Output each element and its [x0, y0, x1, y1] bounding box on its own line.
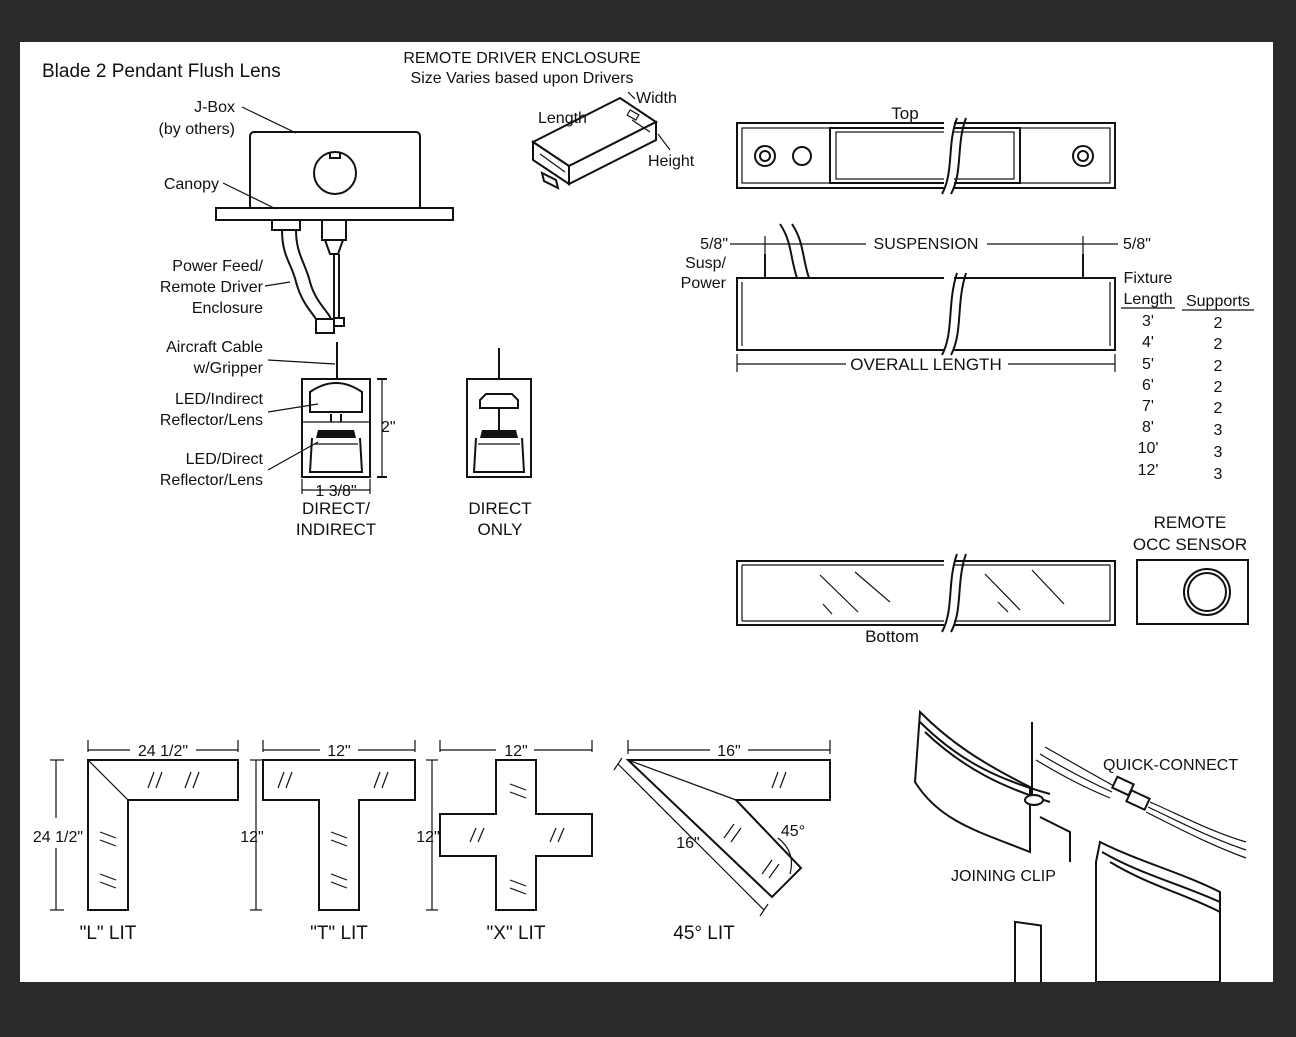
sensor-label-2: OCC SENSOR: [1133, 535, 1247, 554]
driver-height-label: Height: [648, 153, 695, 170]
aircraft-cable-label-1: Aircraft Cable: [166, 339, 263, 356]
width-dimension: 1 3/8": [315, 483, 356, 500]
t-width-dim: 12": [327, 743, 350, 760]
t-lit-label: "T" LIT: [310, 923, 368, 944]
table-cell-length: 4': [1142, 334, 1154, 351]
susp-power-label-1: Susp/: [685, 255, 726, 272]
d45-lit-label: 45° LIT: [673, 923, 735, 944]
d45-side-dim: 16": [676, 835, 699, 852]
table-cell-length: 12': [1138, 462, 1159, 479]
spec-sheet: Blade 2 Pendant Flush Lens REMOTE DRIVER…: [20, 42, 1273, 982]
table-cell-supports: 2: [1214, 315, 1223, 332]
table-cell-supports: 2: [1214, 379, 1223, 396]
remote-driver-subheading: Size Varies based upon Drivers: [411, 70, 634, 87]
remote-driver-heading: REMOTE DRIVER ENCLOSURE: [403, 50, 640, 67]
power-feed-label-2: Remote Driver: [160, 279, 264, 296]
table-cell-supports: 2: [1214, 336, 1223, 353]
x-height-dim: 12": [416, 829, 439, 846]
jbox-label: J-Box: [194, 99, 235, 116]
direct-only-section: DIRECT ONLY: [466, 348, 532, 539]
supports-rows: 3' 2 4' 2 5' 2 6' 2 7' 2 8' 3 10' 3 12' …: [1138, 313, 1223, 483]
top-view: Top: [736, 104, 1116, 195]
table-cell-supports: 3: [1214, 444, 1223, 461]
direct-only-label-1: DIRECT: [468, 499, 531, 518]
height-dimension: 2": [381, 419, 396, 436]
led-direct-label-2: Reflector/Lens: [160, 472, 263, 489]
remote-occ-sensor: REMOTE OCC SENSOR: [1133, 513, 1249, 625]
x-lit-label: "X" LIT: [487, 923, 546, 944]
table-cell-supports: 2: [1214, 358, 1223, 375]
table-cell-length: 10': [1138, 440, 1159, 457]
side-view: 5/8" Susp/ Power SUSPENSION 5/8" OVERALL…: [681, 223, 1151, 374]
l-height-dim: 24 1/2": [33, 829, 83, 846]
quick-connect-label: QUICK-CONNECT: [1103, 757, 1238, 774]
right-susp-dim: 5/8": [1123, 236, 1151, 253]
t-height-dim: 12": [240, 829, 263, 846]
jbox-note: (by others): [159, 121, 235, 138]
direct-indirect-label-2: INDIRECT: [296, 520, 376, 539]
table-cell-length: 8': [1142, 419, 1154, 436]
direct-indirect-section: 2" 1 3/8" DIRECT/ INDIRECT LED/Indirect …: [160, 342, 396, 539]
table-cell-length: 7': [1142, 398, 1154, 415]
joining-clip-label: JOINING CLIP: [951, 868, 1056, 885]
d45-angle-label: 45°: [781, 823, 805, 840]
power-feed-label-1: Power Feed/: [172, 258, 263, 275]
t-lit-config: 12" 12" "T" LIT: [240, 740, 416, 944]
led-indirect-label-2: Reflector/Lens: [160, 412, 263, 429]
supports-header: Supports: [1186, 293, 1250, 310]
table-cell-supports: 2: [1214, 400, 1223, 417]
fixture-length-header-1: Fixture: [1124, 270, 1173, 287]
joining-detail: QUICK-CONNECT JOINING CLIP: [913, 709, 1247, 982]
supports-table: Fixture Length Supports 3' 2 4' 2 5' 2 6…: [1121, 270, 1254, 483]
direct-only-label-2: ONLY: [477, 520, 522, 539]
table-cell-length: 3': [1142, 313, 1154, 330]
remote-driver-enclosure: REMOTE DRIVER ENCLOSURE Size Varies base…: [403, 50, 695, 190]
l-width-dim: 24 1/2": [138, 743, 188, 760]
led-direct-label-1: LED/Direct: [186, 451, 264, 468]
canopy-label: Canopy: [164, 176, 219, 193]
drawing-canvas: Blade 2 Pendant Flush Lens REMOTE DRIVER…: [33, 50, 1254, 982]
mounting-detail: J-Box (by others) Canopy Power Feed/ Rem…: [159, 99, 454, 377]
led-indirect-label-1: LED/Indirect: [175, 391, 264, 408]
page-title: Blade 2 Pendant Flush Lens: [42, 61, 281, 82]
driver-length-label: Length: [538, 110, 587, 127]
top-view-label: Top: [891, 104, 918, 123]
table-cell-length: 6': [1142, 377, 1154, 394]
suspension-label: SUSPENSION: [874, 236, 979, 253]
l-lit-label: "L" LIT: [80, 923, 137, 944]
overall-length-label: OVERALL LENGTH: [850, 355, 1001, 374]
x-lit-config: 12" 12" "X" LIT: [416, 740, 593, 944]
direct-indirect-label-1: DIRECT/: [302, 499, 370, 518]
l-lit-config: 24 1/2" 24 1/2" "L" LIT: [33, 740, 239, 944]
table-cell-supports: 3: [1214, 466, 1223, 483]
left-susp-dim: 5/8": [700, 236, 728, 253]
x-width-dim: 12": [504, 743, 527, 760]
table-cell-length: 5': [1142, 356, 1154, 373]
aircraft-cable-label-2: w/Gripper: [193, 360, 264, 377]
sensor-label-1: REMOTE: [1154, 513, 1227, 532]
lit-45-config: 16" 16" 45° 45° LIT: [613, 740, 831, 944]
bottom-view: Bottom: [736, 553, 1116, 646]
bottom-view-label: Bottom: [865, 627, 919, 646]
d45-width-dim: 16": [717, 743, 740, 760]
table-cell-supports: 3: [1214, 422, 1223, 439]
susp-power-label-2: Power: [681, 275, 727, 292]
power-feed-label-3: Enclosure: [192, 300, 263, 317]
driver-width-label: Width: [636, 90, 677, 107]
fixture-length-header-2: Length: [1124, 291, 1173, 308]
